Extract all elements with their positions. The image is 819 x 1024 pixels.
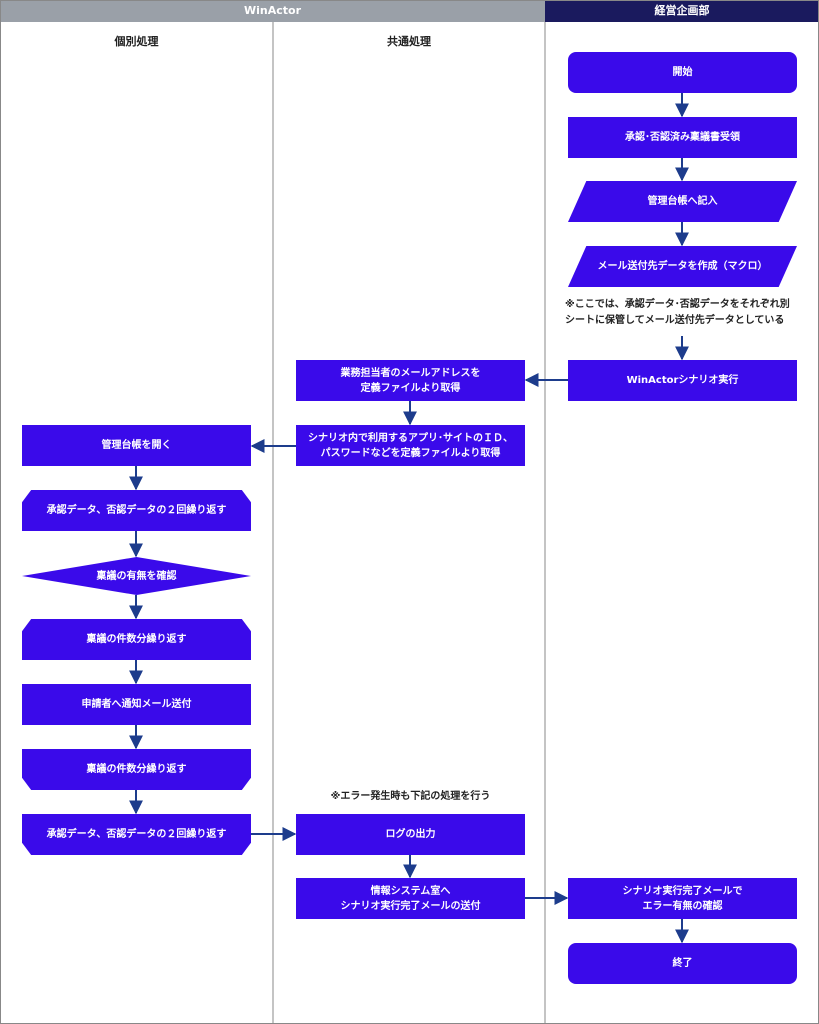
- node-confirm-errors: シナリオ実行完了メールで エラー有無の確認: [568, 878, 797, 919]
- node-get-mail-address: 業務担当者のメールアドレスを 定義ファイルより取得: [296, 360, 525, 401]
- node-end: 終了: [568, 943, 797, 984]
- node-loop-twice-start: 承認データ、否認データの２回繰り返す: [22, 490, 251, 531]
- node-start: 開始: [568, 52, 797, 93]
- node-ledger-entry: 管理台帳へ記入: [568, 181, 797, 222]
- note-sheet: ※ここでは、承認データ･否認データをそれぞれ別 シートに保管してメール送付先デー…: [565, 299, 790, 326]
- node-send-notice: 申請者へ通知メール送付: [22, 684, 251, 725]
- winactor-header-bar: [0, 0, 545, 22]
- sublane-header-individual: 個別処理: [114, 35, 159, 48]
- node-send-completion: 情報システム室へ シナリオ実行完了メールの送付: [296, 878, 525, 919]
- note-error: ※エラー発生時も下記の処理を行う: [330, 791, 491, 802]
- node-loop-twice-end: 承認データ、否認データの２回繰り返す: [22, 814, 251, 855]
- node-open-ledger: 管理台帳を開く: [22, 425, 251, 466]
- lane-header-planning: 経営企画部: [654, 4, 710, 17]
- planning-header-bar: [545, 0, 819, 22]
- node-create-mail-data: メール送付先データを作成（マクロ）: [568, 246, 797, 287]
- node-loop-count-end: 稟議の件数分繰り返す: [22, 749, 251, 790]
- node-get-credentials: シナリオ内で利用するアプリ･サイトのＩＤ、 パスワードなどを定義ファイルより取得: [296, 425, 525, 466]
- node-run-scenario: WinActorシナリオ実行: [568, 360, 797, 401]
- lane-header-winactor: WinActor: [243, 4, 301, 17]
- node-log-output: ログの出力: [296, 814, 525, 855]
- node-receive: 承認･否認済み稟議書受領: [568, 117, 797, 158]
- node-loop-count-start: 稟議の件数分繰り返す: [22, 619, 251, 660]
- sublane-header-common: 共通処理: [387, 35, 431, 48]
